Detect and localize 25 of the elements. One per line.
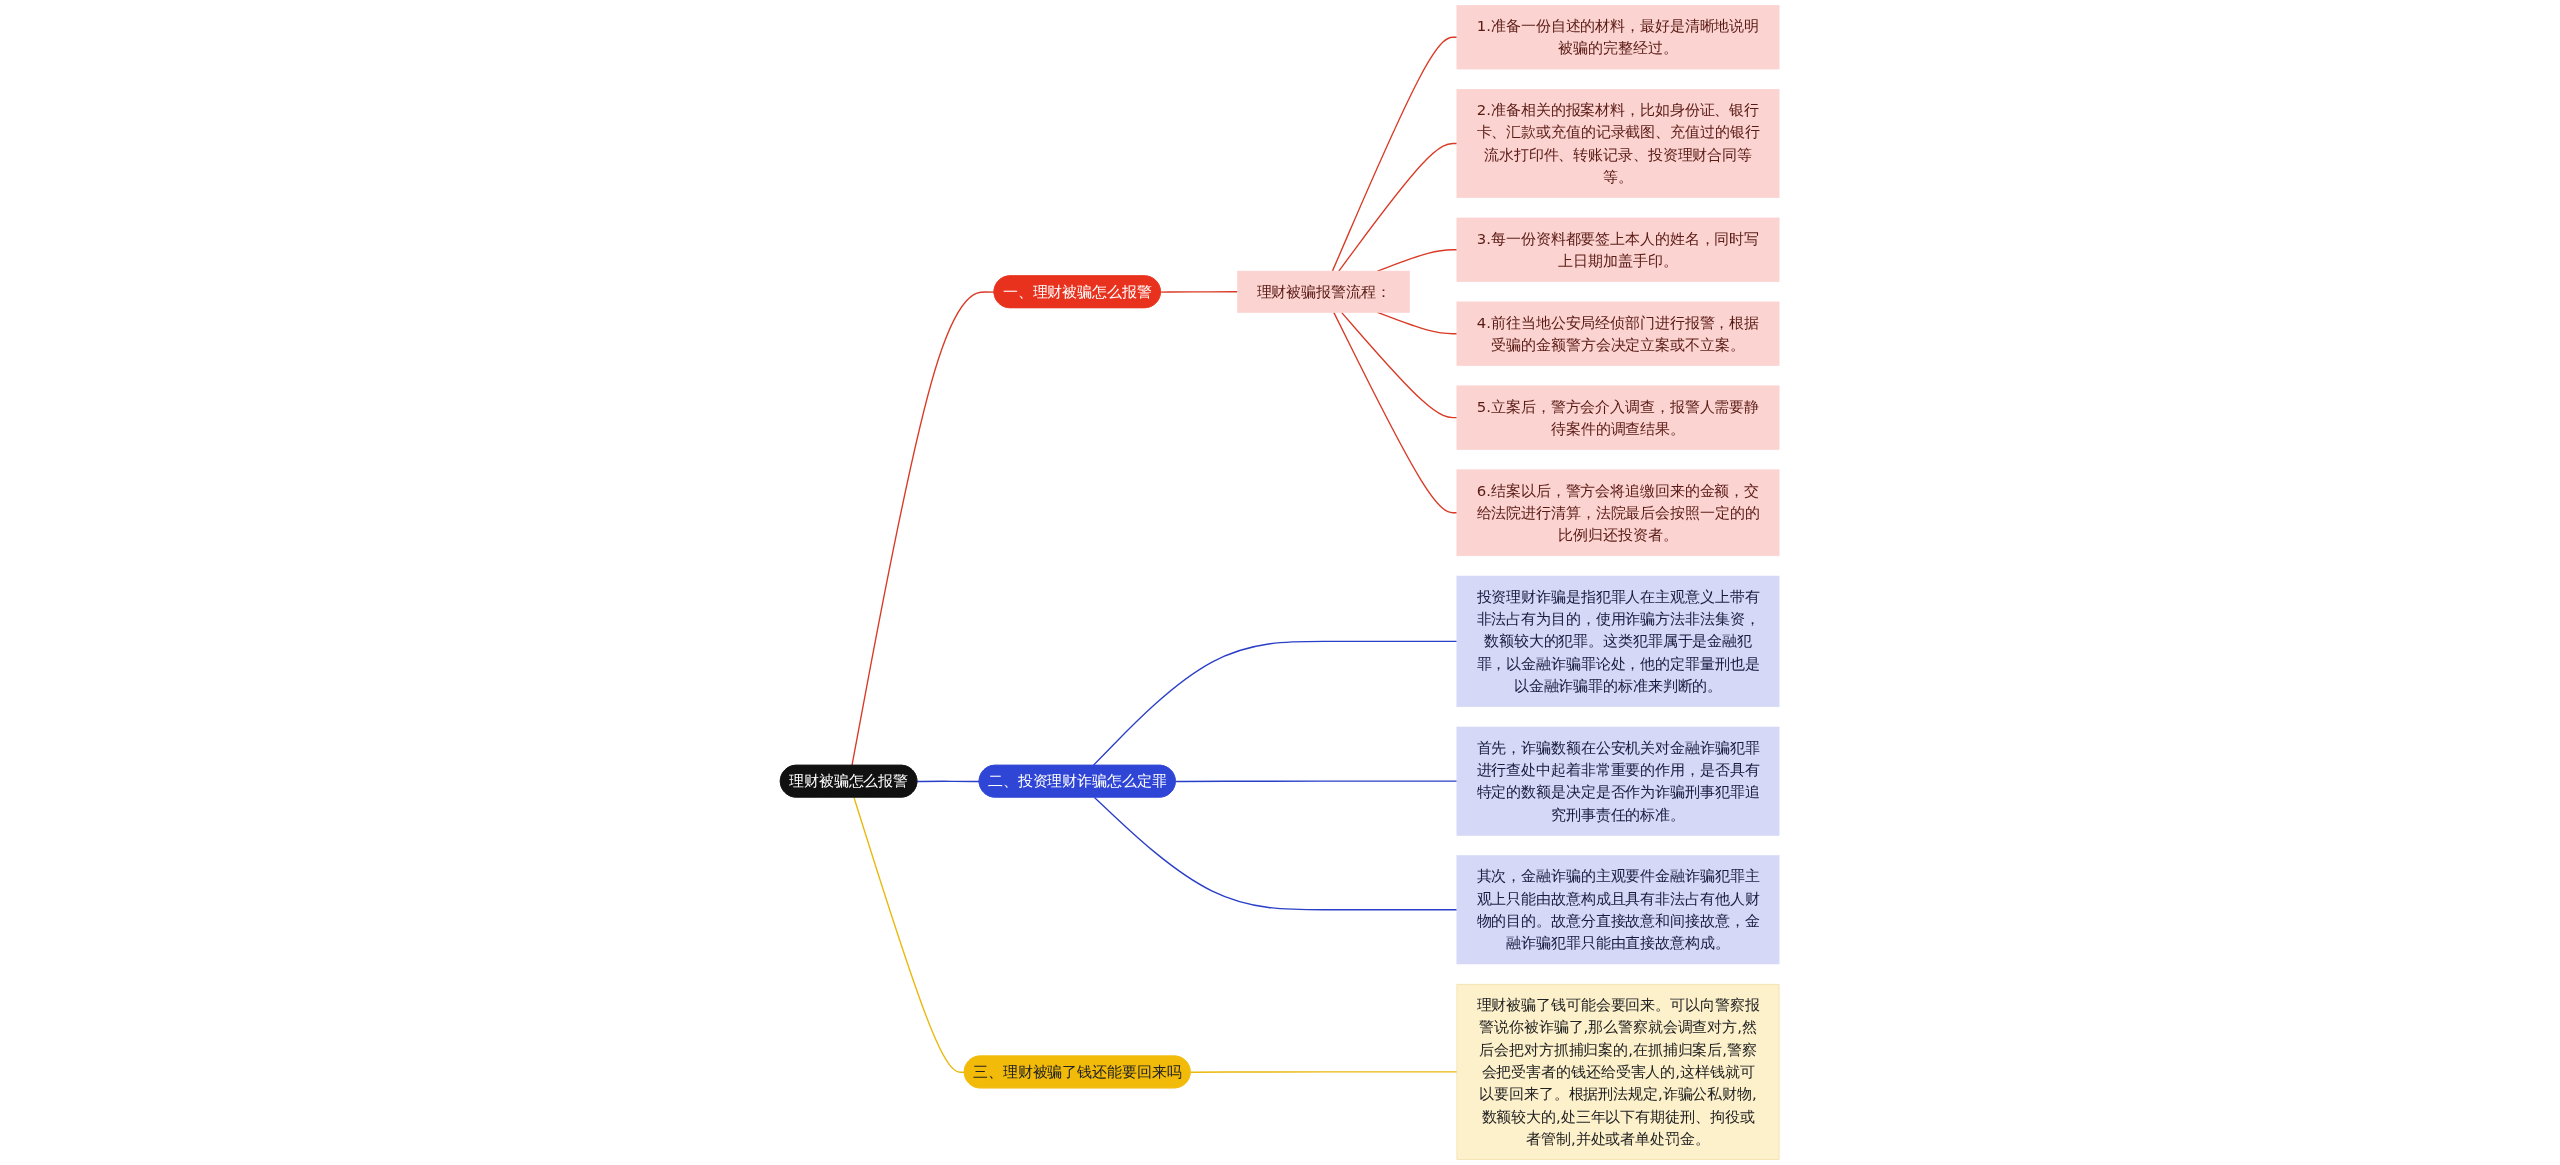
node-box: 4.前往当地公安局经侦部门进行报警，根据受骗的金额警方会决定立案或不立案。 <box>1456 301 1780 366</box>
connector <box>1160 291 1239 293</box>
connector <box>916 780 981 783</box>
connector <box>1377 311 1458 335</box>
connector <box>851 291 996 767</box>
node-box: 3.每一份资料都要签上本人的姓名，同时写上日期加盖手印。 <box>1456 217 1780 282</box>
connector <box>1338 142 1458 272</box>
node-box: 5.立案后，警方会介入调查，报警人需要静待案件的调查结果。 <box>1456 385 1780 450</box>
connector <box>1175 780 1458 783</box>
node-box: 理财被骗了钱可能会要回来。可以向警察报警说你被诈骗了,那么警察就会调查对方,然后会把对方抓捕归案的,在抓捕归案后,警察会把受害者的钱还给受害人的,这样钱就可以要回来了。根据刑法规定,诈骗公私财物,数额较大的,处三年以下有期徒刑、拘役或者管制,并处或者单处罚金。 <box>1456 983 1780 1160</box>
connector <box>1094 796 1458 911</box>
connector <box>1190 1071 1458 1073</box>
connector <box>1333 311 1458 514</box>
connector <box>1341 311 1458 419</box>
connector <box>853 796 966 1073</box>
node-box: 1.准备一份自述的材料，最好是清晰地说明被骗的完整经过。 <box>1456 5 1780 70</box>
connector <box>1332 36 1458 272</box>
node-box: 6.结案以后，警方会将追缴回来的金额，交给法院进行清算，法院最后会按照一定的的比例归还投资者。 <box>1456 469 1780 557</box>
node-box: 投资理财诈骗是指犯罪人在主观意义上带有非法占有为目的，使用诈骗方法非法集资，数额较大的犯罪。这类犯罪属于是金融犯罪，以金融诈骗罪论处，他的定罪量刑也是以金融诈骗罪的标准来判断的。 <box>1456 575 1780 708</box>
node-box: 首先，诈骗数额在公安机关对金融诈骗犯罪进行查处中起着非常重要的作用，是否具有特定的数额是决定是否作为诈骗刑事犯罪追究刑事责任的标准。 <box>1456 726 1780 836</box>
node-box: 其次，金融诈骗的主观要件金融诈骗犯罪主观上只能由故意构成且具有非法占有他人财物的目的。故意分直接故意和间接故意，金融诈骗犯罪只能由直接故意构成。 <box>1456 855 1780 965</box>
connector <box>1092 640 1458 767</box>
connector <box>1377 249 1458 272</box>
node-box: 2.准备相关的报案材料，比如身份证、银行卡、汇款或充值的记录截图、充值过的银行流水打印件、转账记录、投资理财合同等等。 <box>1456 89 1780 198</box>
node-box: 理财被骗报警流程： <box>1237 270 1411 313</box>
